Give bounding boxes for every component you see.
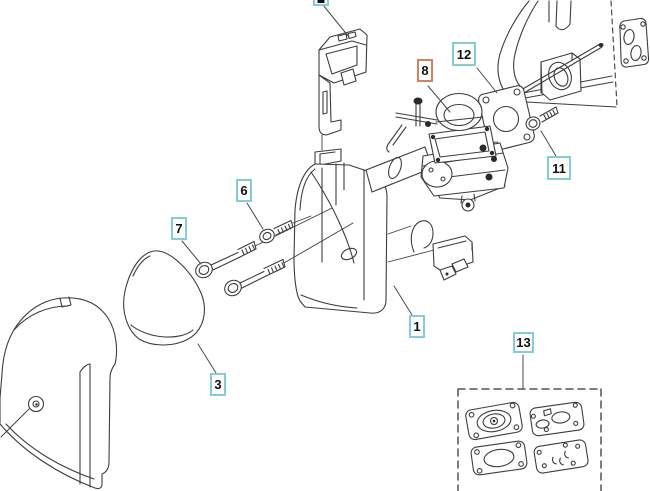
part-label-1[interactable]: 1	[409, 315, 425, 338]
part-label-7-text: 7	[175, 221, 183, 236]
gasket-kit-drawing	[457, 388, 602, 491]
part-label-13-text: 13	[516, 335, 531, 350]
part-label-3-text: 3	[214, 377, 222, 392]
part-label-11[interactable]: 11	[547, 156, 571, 180]
part-label-11-text: 11	[552, 160, 566, 176]
part-label-7[interactable]: 7	[171, 217, 187, 240]
part-label-cutoff[interactable]	[313, 0, 329, 6]
air-filter-holder-drawing	[293, 148, 474, 314]
air-filter-cover-drawing	[0, 296, 118, 490]
part-label-8[interactable]: 8	[417, 59, 433, 82]
part-label-12-text: 12	[456, 46, 472, 62]
part-label-6[interactable]: 6	[236, 179, 252, 202]
carburetor-drawing	[386, 92, 509, 212]
part-label-3[interactable]: 3	[210, 373, 226, 396]
flange-gasket-drawing	[619, 17, 650, 68]
screw-11-drawing	[525, 106, 559, 131]
part-label-8-text: 8	[421, 63, 429, 78]
air-filter-drawing	[123, 250, 205, 346]
screws-drawing	[195, 207, 354, 297]
part-label-13[interactable]: 13	[513, 332, 534, 353]
cutoff-digit-fragment	[317, 0, 325, 3]
bracket-drawing	[318, 28, 368, 151]
part-label-12[interactable]: 12	[452, 42, 476, 66]
part-label-6-text: 6	[240, 183, 248, 198]
leader-lines	[181, 4, 557, 389]
part-label-1-text: 1	[413, 319, 421, 334]
